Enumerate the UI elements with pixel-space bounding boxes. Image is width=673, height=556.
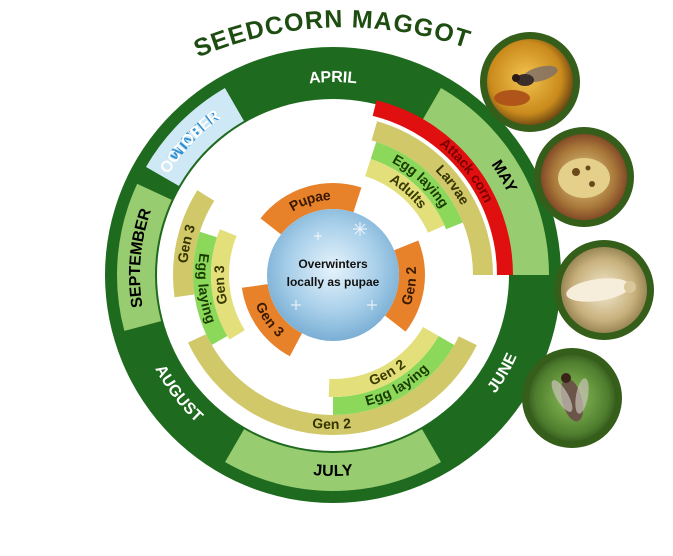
center-label-line2: locally as pupae xyxy=(287,275,380,289)
photo-adult-fly-on-seed xyxy=(480,32,580,132)
band-label-gen2-pupae: Gen 2 xyxy=(398,266,419,307)
month-segment-june xyxy=(422,275,549,463)
band-gen2-pupae xyxy=(385,240,425,332)
band-gen2-egg xyxy=(333,336,455,415)
snowflake-decor xyxy=(291,222,377,310)
month-segment-winter xyxy=(145,87,244,186)
band-gen3-pupae xyxy=(241,284,303,357)
center-winter-disc xyxy=(267,209,399,341)
month-label-july: JULY xyxy=(313,462,354,480)
band-label-gen2-larvae: Gen 2 xyxy=(312,414,352,431)
band-gen3-larvae xyxy=(173,190,215,298)
band-pupae xyxy=(260,183,362,235)
month-segment-july xyxy=(225,429,441,491)
band-attack-corn xyxy=(372,100,513,275)
band-adults xyxy=(365,158,445,233)
month-segment-august xyxy=(124,321,244,463)
month-segment-september xyxy=(117,183,172,331)
photo-adult-fly-on-leaf xyxy=(522,348,622,448)
photo-larva xyxy=(554,240,654,340)
band-gen3-egg xyxy=(193,231,228,345)
band-egg-laying-1 xyxy=(370,141,463,230)
band-gen3-adults xyxy=(211,229,245,340)
band-gen2-adults xyxy=(328,327,439,397)
band-gen2-larvae xyxy=(187,334,477,436)
month-label-april: APRIL xyxy=(308,69,358,87)
band-label-gen3-adults: Gen 3 xyxy=(211,265,231,306)
month-segment-october xyxy=(137,167,179,200)
band-larvae xyxy=(371,121,493,276)
month-ring: WINTERAPRILMAYJUNEJULYAUGUSTSEPTEMBEROCT… xyxy=(117,58,549,491)
center-label-line1: Overwinters xyxy=(298,257,368,271)
photo-damaged-seed xyxy=(534,127,634,227)
